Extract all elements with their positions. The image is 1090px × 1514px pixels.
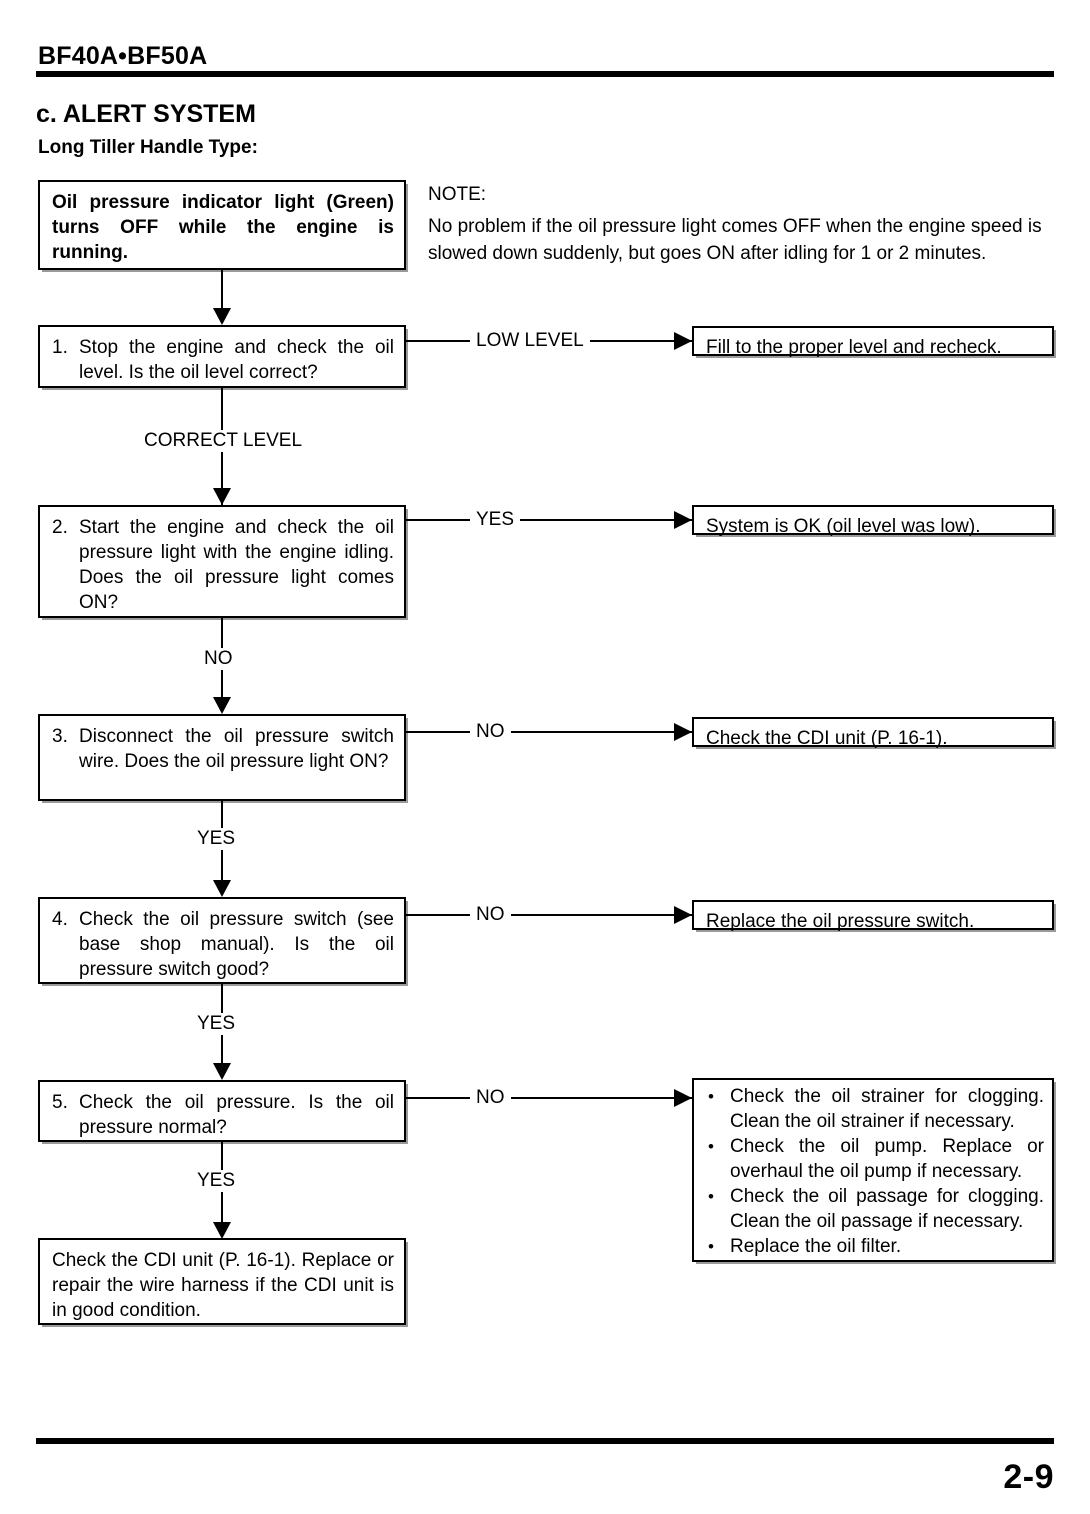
- result-3-box: Check the CDI unit (P. 16-1).: [692, 717, 1054, 749]
- branch-line-step5: [406, 1097, 692, 1099]
- list-item: Check the oil pump. Replace or overhaul …: [700, 1134, 1044, 1184]
- header-rule: [36, 71, 1054, 77]
- page-number: 2-9: [1003, 1458, 1054, 1496]
- note-text: No problem if the oil pressure light com…: [428, 216, 1042, 264]
- result-2-box: System is OK (oil level was low).: [692, 505, 1054, 537]
- arrow-right-step4: [674, 906, 692, 924]
- result-4-text: Replace the oil pressure switch.: [706, 911, 975, 932]
- connector-symptom-to-step1: [221, 270, 223, 315]
- result-4-box: Replace the oil pressure switch.: [692, 900, 1054, 932]
- branch-line-step4: [406, 914, 692, 916]
- branch-line-step3: [406, 731, 692, 733]
- arrow-right-step5: [674, 1089, 692, 1107]
- branch-line-step2: [406, 519, 692, 521]
- branch-label-step3: NO: [470, 721, 511, 743]
- symptom-text: Oil pressure indicator light (Green) tur…: [52, 192, 394, 263]
- step-5-text: Check the oil pressure. Is the oil press…: [79, 1092, 394, 1138]
- arrow-right-step1: [674, 332, 692, 350]
- result-1-box: Fill to the proper level and recheck.: [692, 326, 1054, 358]
- arrow-right-step2: [674, 511, 692, 529]
- arrow-down-step1: [213, 308, 231, 325]
- page-header-model: BF40A•BF50A: [38, 42, 208, 70]
- result-2-text: System is OK (oil level was low).: [706, 516, 981, 537]
- branch-label-step2: YES: [470, 509, 521, 531]
- step-5-box: 5. Check the oil pressure. Is the oil pr…: [38, 1080, 406, 1142]
- step-3-number: 3.: [52, 726, 68, 747]
- section-title: c. ALERT SYSTEM: [36, 100, 256, 128]
- result-5-bullet-list: Check the oil strainer for clogging. Cle…: [694, 1080, 1052, 1263]
- step-4-box: 4. Check the oil pressure switch (see ba…: [38, 897, 406, 984]
- branch-label-step1: LOW LEVEL: [470, 330, 590, 352]
- list-item: Check the oil passage for clogging. Clea…: [700, 1184, 1044, 1234]
- step-5-number: 5.: [52, 1092, 68, 1113]
- step-2-number: 2.: [52, 517, 68, 538]
- down-label-step4: YES: [191, 1013, 242, 1035]
- step-1-box: 1. Stop the engine and check the oil lev…: [38, 325, 406, 388]
- footer-rule: [36, 1438, 1054, 1444]
- down-label-step1: CORRECT LEVEL: [138, 430, 309, 452]
- symptom-box: Oil pressure indicator light (Green) tur…: [38, 180, 406, 270]
- arrow-down-step2: [213, 488, 231, 505]
- result-3-text: Check the CDI unit (P. 16-1).: [706, 728, 948, 749]
- step-2-text: Start the engine and check the oil press…: [79, 517, 394, 613]
- result-5-bullets-box: Check the oil strainer for clogging. Cle…: [692, 1078, 1054, 1262]
- conclusion-box: Check the CDI unit (P. 16-1). Replace or…: [38, 1238, 406, 1325]
- arrow-down-conclusion: [213, 1222, 231, 1239]
- down-label-step2: NO: [198, 648, 239, 670]
- arrow-down-step4: [213, 880, 231, 897]
- step-2-box: 2. Start the engine and check the oil pr…: [38, 505, 406, 618]
- down-label-step3: YES: [191, 828, 242, 850]
- step-3-box: 3. Disconnect the oil pressure switch wi…: [38, 714, 406, 801]
- step-3-text: Disconnect the oil pressure switch wire.…: [79, 726, 394, 772]
- list-item: Check the oil strainer for clogging. Cle…: [700, 1084, 1044, 1134]
- arrow-down-step3: [213, 697, 231, 714]
- branch-label-step5: NO: [470, 1087, 511, 1109]
- arrow-down-step5: [213, 1063, 231, 1080]
- step-1-number: 1.: [52, 337, 68, 358]
- step-4-number: 4.: [52, 909, 68, 930]
- list-item: Replace the oil filter.: [700, 1234, 1044, 1259]
- branch-label-step4: NO: [470, 904, 511, 926]
- section-subtitle: Long Tiller Handle Type:: [38, 137, 258, 158]
- down-label-step5: YES: [191, 1170, 242, 1192]
- conclusion-text: Check the CDI unit (P. 16-1). Replace or…: [52, 1250, 394, 1321]
- result-1-text: Fill to the proper level and recheck.: [706, 337, 1002, 358]
- step-4-text: Check the oil pressure switch (see base …: [79, 909, 394, 980]
- note-label: NOTE:: [428, 184, 487, 205]
- arrow-right-step3: [674, 723, 692, 741]
- step-1-text: Stop the engine and check the oil level.…: [79, 337, 394, 383]
